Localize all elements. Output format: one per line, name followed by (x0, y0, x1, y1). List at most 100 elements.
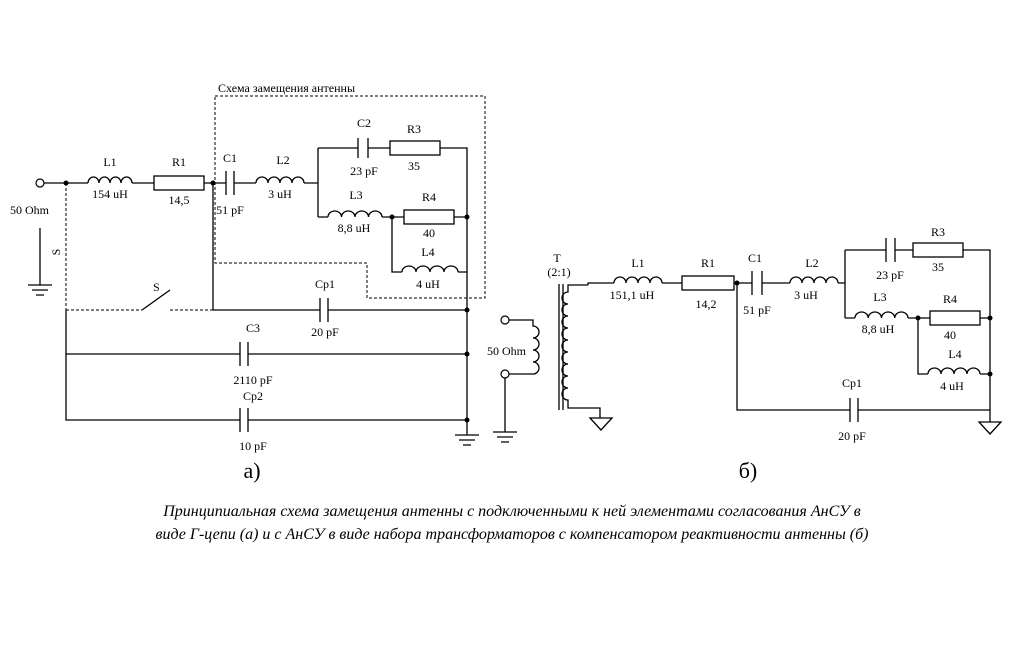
resistor-r3-a (389, 140, 441, 156)
transformer-secondary-b (561, 284, 601, 418)
circuit-a: Схема замещения антенны 50 Ohm L1 154 uH… (10, 81, 486, 483)
inductor-l4-a (401, 265, 459, 273)
r4-name-b: R4 (943, 292, 957, 306)
resistor-r1-b (681, 275, 735, 291)
source-terminal-b1 (500, 315, 510, 325)
transformer-name-b: T (553, 251, 561, 265)
r1-name-b: R1 (701, 256, 715, 270)
node-a2 (464, 214, 470, 220)
c1-value-a: 51 pF (216, 203, 244, 217)
l2-name-a: L2 (276, 153, 289, 167)
l4-name-a: L4 (421, 245, 434, 259)
source-terminal-a (35, 178, 45, 188)
capacitor-c1-a (225, 171, 235, 195)
capacitor-cp2-a (239, 408, 249, 432)
source-ground-b (493, 378, 517, 443)
ground-a-right (455, 434, 479, 446)
inductor-l1-a (87, 176, 133, 184)
r1-name-a: R1 (172, 155, 186, 169)
wire-b-l4-branch (917, 318, 990, 375)
antenna-equivalent-frame (214, 95, 486, 299)
resistor-r3-b (912, 242, 964, 258)
panel-label-a: a) (243, 458, 260, 483)
r1-value-b: 14,2 (696, 297, 717, 311)
r3-value-a: 35 (408, 159, 420, 173)
transformer-primary-b (505, 319, 540, 375)
wire-b-main-top (587, 282, 845, 285)
l1-value-b: 151,1 uH (610, 288, 655, 302)
capacitor-c2-a (357, 138, 369, 158)
l4-value-a: 4 uH (416, 277, 440, 291)
circuit-b: T (2:1) 50 Ohm L1 151,1 uH R1 14,2 C1 51… (487, 225, 1003, 483)
c2-value-b: 23 pF (876, 268, 904, 282)
c1-value-b: 51 pF (743, 303, 771, 317)
l3-value-b: 8,8 uH (862, 322, 895, 336)
inductor-l2-a (255, 176, 305, 184)
source-label-a: 50 Ohm (10, 203, 50, 217)
l3-name-b: L3 (873, 290, 886, 304)
source-terminal-b2 (500, 369, 510, 379)
c3-name-a: C3 (246, 321, 260, 335)
c3-value-a: 2110 pF (233, 373, 273, 387)
resistor-r4-b (929, 310, 981, 326)
r4-value-a: 40 (423, 226, 435, 240)
r1-value-a: 14,5 (169, 193, 190, 207)
cp2-value-a: 10 pF (239, 439, 267, 453)
r4-value-b: 40 (944, 328, 956, 342)
wire-b-node-down (736, 283, 990, 411)
node-b3 (915, 315, 921, 321)
cp1-name-a: Cp1 (315, 277, 335, 291)
node-b4 (987, 371, 993, 377)
node-b2 (987, 315, 993, 321)
inductor-l4-b (927, 367, 981, 375)
wire-a-left-bus (65, 310, 467, 421)
panel-label-b: б) (739, 458, 758, 483)
inductor-l2-b (789, 276, 839, 284)
source-ground-a (28, 228, 52, 296)
c2-value-a: 23 pF (350, 164, 378, 178)
cp2-name-a: Cp2 (243, 389, 263, 403)
wire-a-l4-branch (391, 217, 467, 273)
l1-value-a: 154 uH (92, 187, 128, 201)
capacitor-c2-b (885, 238, 896, 262)
node-a7 (63, 180, 69, 186)
switch-s-label: S (153, 280, 160, 294)
resistor-r1-a (153, 175, 205, 191)
l2-name-b: L2 (805, 256, 818, 270)
l4-name-b: L4 (948, 347, 961, 361)
switch-s-vertical-label: S (49, 249, 63, 256)
l1-name-a: L1 (103, 155, 116, 169)
inductor-l3-b (854, 311, 909, 319)
c1-name-b: C1 (748, 251, 762, 265)
r3-value-b: 35 (932, 260, 944, 274)
l2-value-a: 3 uH (268, 187, 292, 201)
node-a3 (389, 214, 395, 220)
r4-name-a: R4 (422, 190, 436, 204)
inductor-l3-a (327, 210, 383, 218)
caption-line-1: Принципиальная схема замещения антенны с… (163, 503, 861, 520)
transformer-core-b (558, 284, 564, 410)
switch-s-blade (141, 289, 171, 311)
capacitor-cp1-a (319, 298, 329, 322)
c1-name-a: C1 (223, 151, 237, 165)
l3-value-a: 8,8 uH (338, 221, 371, 235)
capacitor-c1-b (751, 271, 763, 295)
caption-line-2: виде Г-цепи (а) и с АнСУ в виде набора т… (155, 526, 869, 543)
capacitor-c3-a (239, 342, 249, 366)
transformer-ratio-b: (2:1) (547, 265, 570, 279)
l1-name-b: L1 (631, 256, 644, 270)
l4-value-b: 4 uH (940, 379, 964, 393)
cp1-value-b: 20 pF (838, 429, 866, 443)
cp1-value-a: 20 pF (311, 325, 339, 339)
l2-value-b: 3 uH (794, 288, 818, 302)
frame-title: Схема замещения антенны (218, 81, 355, 95)
c2-name-a: C2 (357, 116, 371, 130)
ground-b-transformer (588, 417, 614, 431)
r3-name-a: R3 (407, 122, 421, 136)
wire-a-c2-branch (318, 147, 468, 272)
wire-b-c2-branch (845, 249, 991, 410)
cp1-name-b: Cp1 (842, 376, 862, 390)
l3-name-a: L3 (349, 188, 362, 202)
ground-b-right (977, 421, 1003, 435)
